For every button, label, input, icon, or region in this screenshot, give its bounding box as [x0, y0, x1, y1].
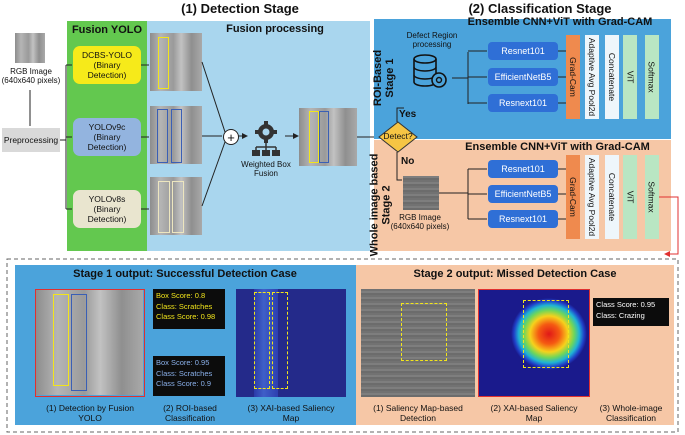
xai-heatmap-image: [478, 289, 590, 397]
stage1-gradcam: Grad-Cam: [566, 35, 580, 119]
database-gear-icon: [410, 52, 450, 92]
stage2-title: Ensemble CNN+ViT with Grad-CAM: [465, 141, 650, 153]
stage1-efficientnetb5: EfficientNetB5: [488, 68, 558, 86]
stage2-concatenate: Concatenate: [605, 155, 619, 239]
stage2-efficientnetb5: EfficientNetB5: [488, 185, 558, 203]
detect-decision-diamond: [378, 121, 418, 153]
fusion-yolo-result-image: [35, 289, 145, 397]
decision-no-label: No: [401, 156, 415, 167]
rgb-input-label: RGB Image(640x640 pixels): [1, 67, 61, 85]
stage2-resnext101: Resnext101: [488, 210, 558, 228]
preprocessing-box: Preprocessing: [2, 128, 60, 152]
stage1-saliency-map: [236, 289, 346, 397]
fused-detection-image: [299, 108, 357, 166]
decision-yes-label: Yes: [399, 109, 417, 120]
saliency-detection-image: [361, 289, 475, 397]
stage2-rgb-label: RGB Image(640x640 pixels): [390, 213, 450, 231]
fusion-processing-title: Fusion processing: [226, 23, 324, 35]
stage1-concatenate: Concatenate: [605, 35, 619, 119]
detection-image-yolov8s: [150, 177, 202, 235]
stage2-resnet101: Resnet101: [488, 160, 558, 178]
stage1-softmax: Softmax: [645, 35, 659, 119]
stage2-output-title: Stage 2 output: Missed Detection Case: [413, 268, 617, 280]
stage2-vit: ViT: [623, 155, 637, 239]
stage2-softmax: Softmax: [645, 155, 659, 239]
detection-stage-title: (1) Detection Stage: [181, 1, 299, 16]
detect-decision-label: Detect?: [383, 131, 413, 141]
plus-merge-icon: +: [223, 129, 239, 145]
rgb-input-image: [15, 33, 45, 63]
stage1-title: Ensemble CNN+ViT with Grad-CAM: [467, 16, 653, 28]
stage1-output-title: Stage 1 output: Successful Detection Cas…: [73, 268, 297, 280]
gear-network-icon: [248, 120, 284, 158]
stage2-rgb-image: [403, 176, 439, 210]
classification-stage-title: (2) Classification Stage: [468, 1, 612, 16]
stage1-resnet101: Resnet101: [488, 42, 558, 60]
detection-image-yolov9c: [150, 106, 202, 164]
stage1-pool: Adaptive Avg Pool2d: [585, 35, 599, 119]
stage1-vit: ViT: [623, 35, 637, 119]
stage1-resnext101: Resnext101: [488, 94, 558, 112]
stage2-pool: Adaptive Avg Pool2d: [585, 155, 599, 239]
detection-image-dcbs: [150, 33, 202, 91]
fusion-yolo-title: Fusion YOLO: [71, 24, 143, 36]
stage2-gradcam: Grad-Cam: [566, 155, 580, 239]
